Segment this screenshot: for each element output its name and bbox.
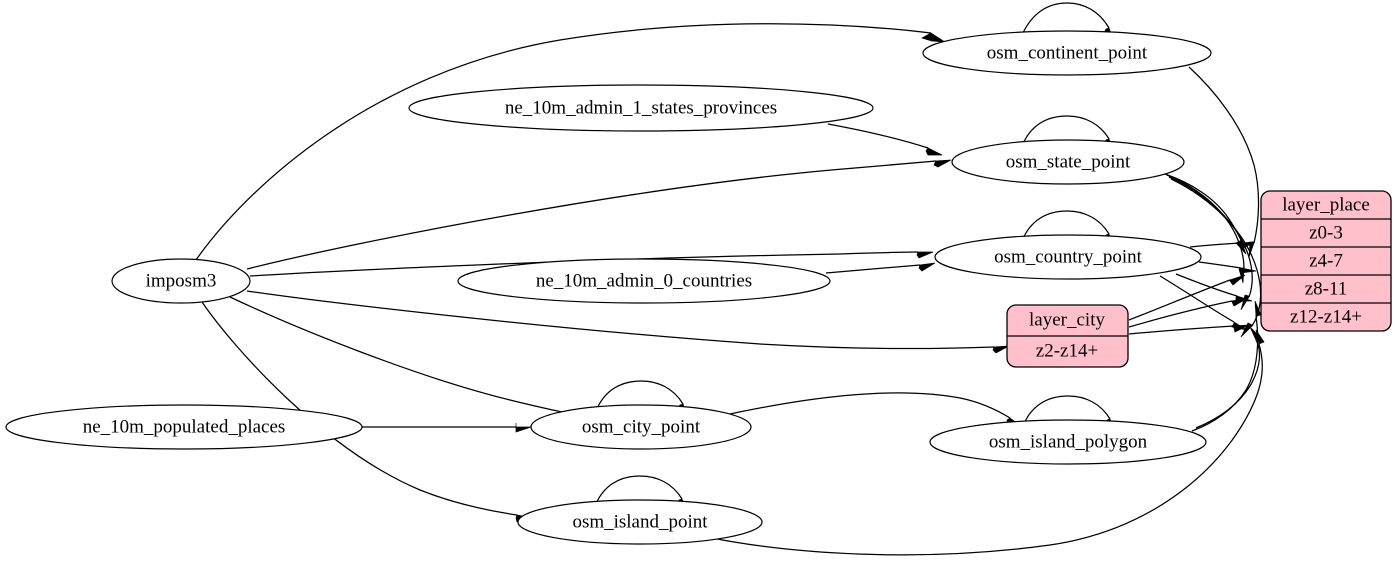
- node-layer_place[interactable]: layer_place z0-3 z4-7 z8-11 z12-z14+: [1260, 190, 1392, 332]
- edge-ne10m-places-to-osm_city_point: [362, 423, 532, 433]
- edge-osm_island_polygon-to-layer_place-z12: [1195, 326, 1261, 429]
- node-label-ne_10m_admin_0_countries: ne_10m_admin_0_countries: [536, 270, 752, 291]
- edge-imposm3-to-osm_continent_point: [195, 23, 946, 261]
- edge-osm_island_point-to-layer_place-z12: [706, 329, 1265, 556]
- node-label-osm_country_point: osm_country_point: [994, 246, 1142, 267]
- node-imposm3[interactable]: imposm3: [111, 258, 251, 304]
- nodes-layer: imposm3 ne_10m_admin_1_states_provinces …: [5, 30, 1392, 545]
- layer_place-row-z12-z14plus[interactable]: z12-z14+: [1290, 306, 1362, 327]
- edge-osm_country_point-to-layer_place-z4-7: [1198, 261, 1257, 274]
- node-label-osm_continent_point: osm_continent_point: [987, 42, 1148, 63]
- node-osm_city_point[interactable]: osm_city_point: [530, 404, 752, 450]
- layer_place-row-z0-3[interactable]: z0-3: [1309, 222, 1343, 243]
- edge-osm_city_point-to-osm_island_polygon: [724, 392, 1023, 428]
- edge-layer_city-to-layer_place-z4-7: [1128, 274, 1246, 321]
- layer_city-title: layer_city: [1029, 309, 1105, 330]
- node-osm_continent_point[interactable]: osm_continent_point: [922, 30, 1212, 76]
- edge-ne10m-states-to-osm_state_point: [827, 123, 943, 156]
- edge-layer_city-to-layer_place-z8-11: [1128, 297, 1249, 328]
- node-label-osm_city_point: osm_city_point: [582, 416, 701, 437]
- node-ne_10m_populated_places[interactable]: ne_10m_populated_places: [5, 404, 363, 450]
- edge-imposm3-to-osm_city_point: [229, 296, 578, 420]
- node-ne_10m_admin_1_states_provinces[interactable]: ne_10m_admin_1_states_provinces: [408, 84, 874, 132]
- node-label-ne_10m_admin_1_states_provinces: ne_10m_admin_1_states_provinces: [505, 97, 777, 118]
- layer_place-row-z8-11[interactable]: z8-11: [1305, 278, 1348, 299]
- layer_city-row-z2-z14plus[interactable]: z2-z14+: [1036, 340, 1098, 361]
- layer_place-title: layer_place: [1282, 194, 1370, 215]
- node-label-ne_10m_populated_places: ne_10m_populated_places: [83, 416, 286, 437]
- node-label-imposm3: imposm3: [146, 270, 217, 291]
- edge-imposm3-to-layer_city: [246, 290, 1010, 354]
- node-osm_island_point[interactable]: osm_island_point: [517, 499, 763, 545]
- edge-osm_continent_point-to-layer_place-z0-3: [1188, 66, 1260, 258]
- node-osm_country_point[interactable]: osm_country_point: [934, 234, 1202, 280]
- edge-osm_country_point-to-layer_place-z0-3: [1189, 241, 1256, 250]
- edge-layer_city-to-layer_place-z12: [1128, 324, 1250, 335]
- node-ne_10m_admin_0_countries[interactable]: ne_10m_admin_0_countries: [457, 258, 831, 304]
- node-label-osm_island_point: osm_island_point: [572, 511, 708, 532]
- edge-imposm3-to-osm_state_point: [246, 159, 952, 270]
- edge-osm_state_point-to-layer_place-z0-3: [1164, 173, 1247, 255]
- node-osm_state_point[interactable]: osm_state_point: [951, 139, 1185, 185]
- node-label-osm_island_polygon: osm_island_polygon: [989, 431, 1148, 452]
- node-layer_city[interactable]: layer_city z2-z14+: [1006, 304, 1129, 368]
- node-label-osm_state_point: osm_state_point: [1006, 151, 1131, 172]
- edge-ne10m-countries-to-osm_country_point: [825, 262, 936, 274]
- node-osm_island_polygon[interactable]: osm_island_polygon: [929, 419, 1207, 465]
- layer_place-row-z4-7[interactable]: z4-7: [1309, 250, 1343, 271]
